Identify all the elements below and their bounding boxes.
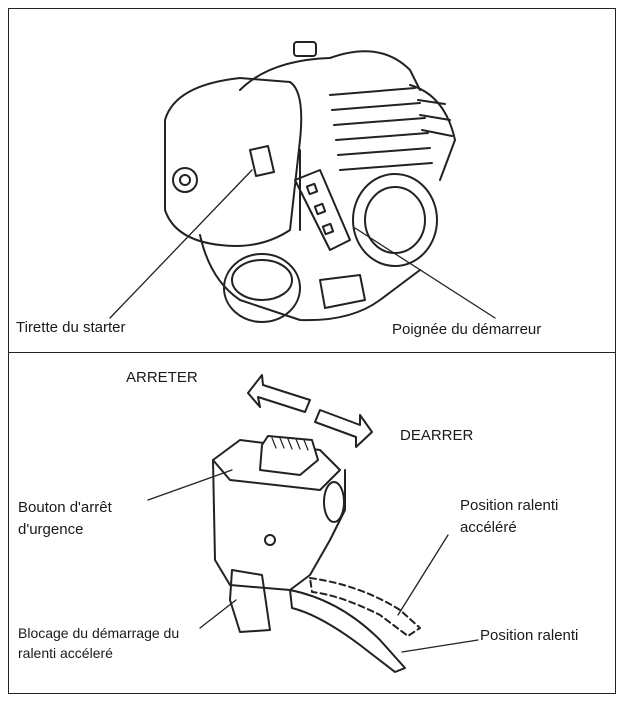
idle-label: Position ralenti <box>480 626 578 645</box>
lock-leader-line <box>200 600 236 628</box>
stop-arrow <box>248 375 310 412</box>
emergency-label-line1: Bouton d'arrêt <box>18 498 112 517</box>
lock-label-line2: ralenti accéleré <box>18 644 113 662</box>
starter-label: Poignée du démarreur <box>392 320 541 339</box>
fast-idle-label-line1: Position ralenti <box>460 496 558 515</box>
fast-idle-lock <box>230 570 270 632</box>
handle-screw <box>265 535 275 545</box>
fast-idle-leader-line <box>398 535 448 615</box>
start-label: DEARRER <box>400 426 473 445</box>
stop-label: ARRETER <box>126 368 198 387</box>
lock-label-line1: Blocage du démarrage du <box>18 624 179 642</box>
choke-label: Tirette du starter <box>16 318 125 337</box>
handle-bore <box>324 482 344 522</box>
start-arrow <box>315 410 372 447</box>
fast-idle-label-line2: accéléré <box>460 518 517 537</box>
emergency-leader-line <box>148 470 232 500</box>
emergency-label-line2: d'urgence <box>18 520 83 539</box>
idle-leader-line <box>402 640 478 652</box>
